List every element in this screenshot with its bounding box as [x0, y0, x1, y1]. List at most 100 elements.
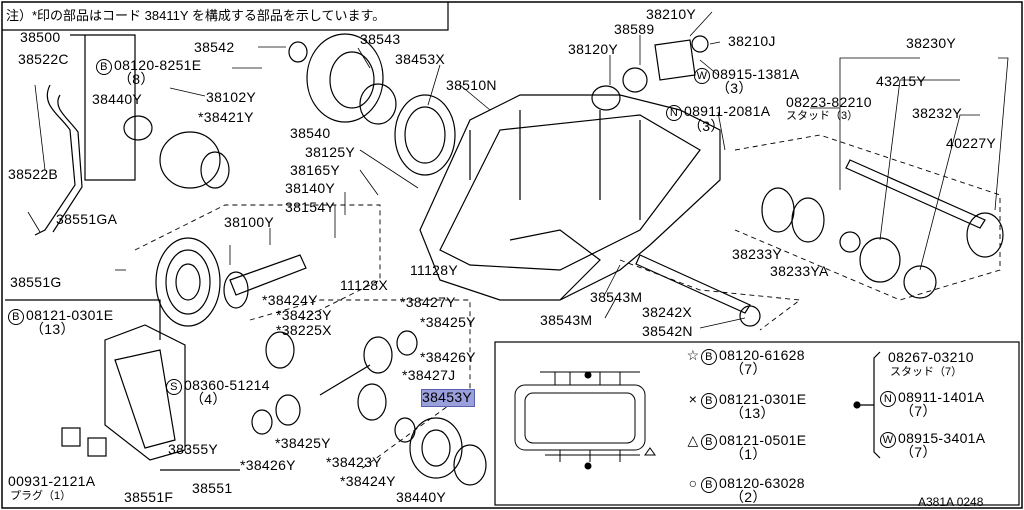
- label-38424Y-a: *38424Y: [262, 292, 318, 308]
- legend-part: 08120-63028: [719, 475, 805, 491]
- label-qty-4: （4）: [190, 391, 227, 407]
- label-38510N: 38510N: [446, 77, 497, 93]
- label-38421Y: *38421Y: [198, 109, 254, 125]
- label-38225X: *38225X: [276, 322, 332, 338]
- legend-dot-a-sub: スタッド（7）: [890, 366, 963, 378]
- axle-shaft: [839, 159, 1004, 299]
- label-38543: 38543: [360, 31, 401, 47]
- label-38425Y-a: *38425Y: [420, 314, 476, 330]
- part-number: 08121-0301E: [26, 307, 114, 323]
- label-40227Y: 40227Y: [946, 135, 997, 151]
- label-38125Y: 38125Y: [305, 144, 356, 160]
- label-38232Y: 38232Y: [912, 105, 963, 121]
- legend-dot-a: 08267-03210: [888, 349, 974, 365]
- label-38500: 38500: [20, 29, 61, 45]
- label-38100Y: 38100Y: [224, 214, 275, 230]
- label-38154Y: 38154Y: [285, 199, 336, 215]
- bearing-38540: [288, 33, 397, 125]
- label-38551GA: 38551GA: [56, 211, 118, 227]
- s-circle-icon: S: [166, 379, 182, 395]
- legend-x-qty: （13）: [730, 405, 775, 421]
- label-38453Y[interactable]: 38453Y: [422, 389, 473, 405]
- note-text: 注）*印の部品はコード 38411Y を構成する部品を示しています。: [6, 8, 386, 23]
- gaskets-38233: [761, 187, 825, 243]
- label-38542: 38542: [194, 39, 235, 55]
- label-08223-82210: 08223-82210: [786, 94, 872, 110]
- housing-38510N: [419, 94, 721, 301]
- label-43215Y: 43215Y: [876, 73, 927, 89]
- legend-box: [494, 341, 1020, 506]
- n-circle-icon: N: [880, 391, 896, 407]
- label-38522C: 38522C: [18, 51, 69, 67]
- label-38423Y-b: *38423Y: [326, 454, 382, 470]
- label-38424Y-b: *38424Y: [340, 473, 396, 489]
- star-icon: ☆: [686, 347, 700, 363]
- diff-case: [123, 115, 230, 189]
- b-circle-icon: B: [701, 434, 717, 450]
- legend-part: 08121-0301E: [719, 391, 807, 407]
- legend-star-qty: （7）: [730, 361, 767, 377]
- label-38551: 38551: [192, 480, 233, 496]
- highlight-38453Y: [421, 389, 475, 407]
- w-circle-icon: W: [694, 68, 710, 84]
- label-38522B: 38522B: [8, 166, 59, 182]
- label-qty-3b: （3）: [688, 118, 725, 134]
- part-number: 08911-2081A: [684, 103, 771, 119]
- label-38551G: 38551G: [10, 274, 62, 290]
- part-number: 08915-1381A: [712, 66, 800, 82]
- dashed-guides: [134, 134, 1001, 471]
- b-circle-icon: B: [96, 59, 112, 75]
- label-qty-3a: （3）: [716, 80, 753, 96]
- legend-triangle-qty: （1）: [730, 446, 767, 462]
- label-qty-8: （8）: [118, 71, 155, 87]
- label-38426Y-a: *38426Y: [420, 349, 476, 365]
- legend-circle-qty: （2）: [730, 489, 767, 505]
- legend-part: 08121-0501E: [719, 432, 807, 448]
- label-38540: 38540: [290, 125, 331, 141]
- shaft-38242X: [635, 254, 761, 327]
- legend-part: 08120-61628: [719, 347, 805, 363]
- label-00931-2121A: 00931-2121A: [8, 473, 96, 489]
- label-38542N: 38542N: [642, 323, 693, 339]
- label-38425Y-b: *38425Y: [275, 435, 331, 451]
- label-38140Y: 38140Y: [285, 180, 336, 196]
- label-38233YA: 38233YA: [770, 263, 829, 279]
- b-circle-icon: B: [701, 393, 717, 409]
- label-38165Y: 38165Y: [290, 162, 341, 178]
- label-38102Y: 38102Y: [206, 89, 257, 105]
- label-38230Y: 38230Y: [906, 35, 957, 51]
- label-38543M-a: 38543M: [590, 289, 643, 305]
- legend-dot: [853, 401, 861, 409]
- label-38210Y: 38210Y: [646, 6, 697, 22]
- legend-dot-c-qty: （7）: [900, 444, 937, 460]
- gasket-38453X: [394, 94, 456, 176]
- b-circle-icon: B: [701, 349, 717, 365]
- n-circle-icon: N: [666, 105, 682, 121]
- label-38543M-b: 38543M: [540, 312, 593, 328]
- diagram-code: A381A 0248: [918, 495, 984, 509]
- drain-plugs: [61, 427, 107, 457]
- label-38453X: 38453X: [395, 51, 446, 67]
- legend-bracket: [860, 351, 881, 459]
- label-38242X: 38242X: [642, 304, 693, 320]
- legend-dot-b-qty: （7）: [900, 403, 937, 419]
- label-38210J: 38210J: [728, 33, 776, 49]
- legend-schematic: [514, 371, 656, 470]
- leader-lines: [27, 11, 1009, 329]
- label-38589: 38589: [614, 21, 655, 37]
- label-38423Y-a: *38423Y: [276, 307, 332, 323]
- pinion-gear: [223, 254, 307, 309]
- breather-hose: [34, 84, 83, 236]
